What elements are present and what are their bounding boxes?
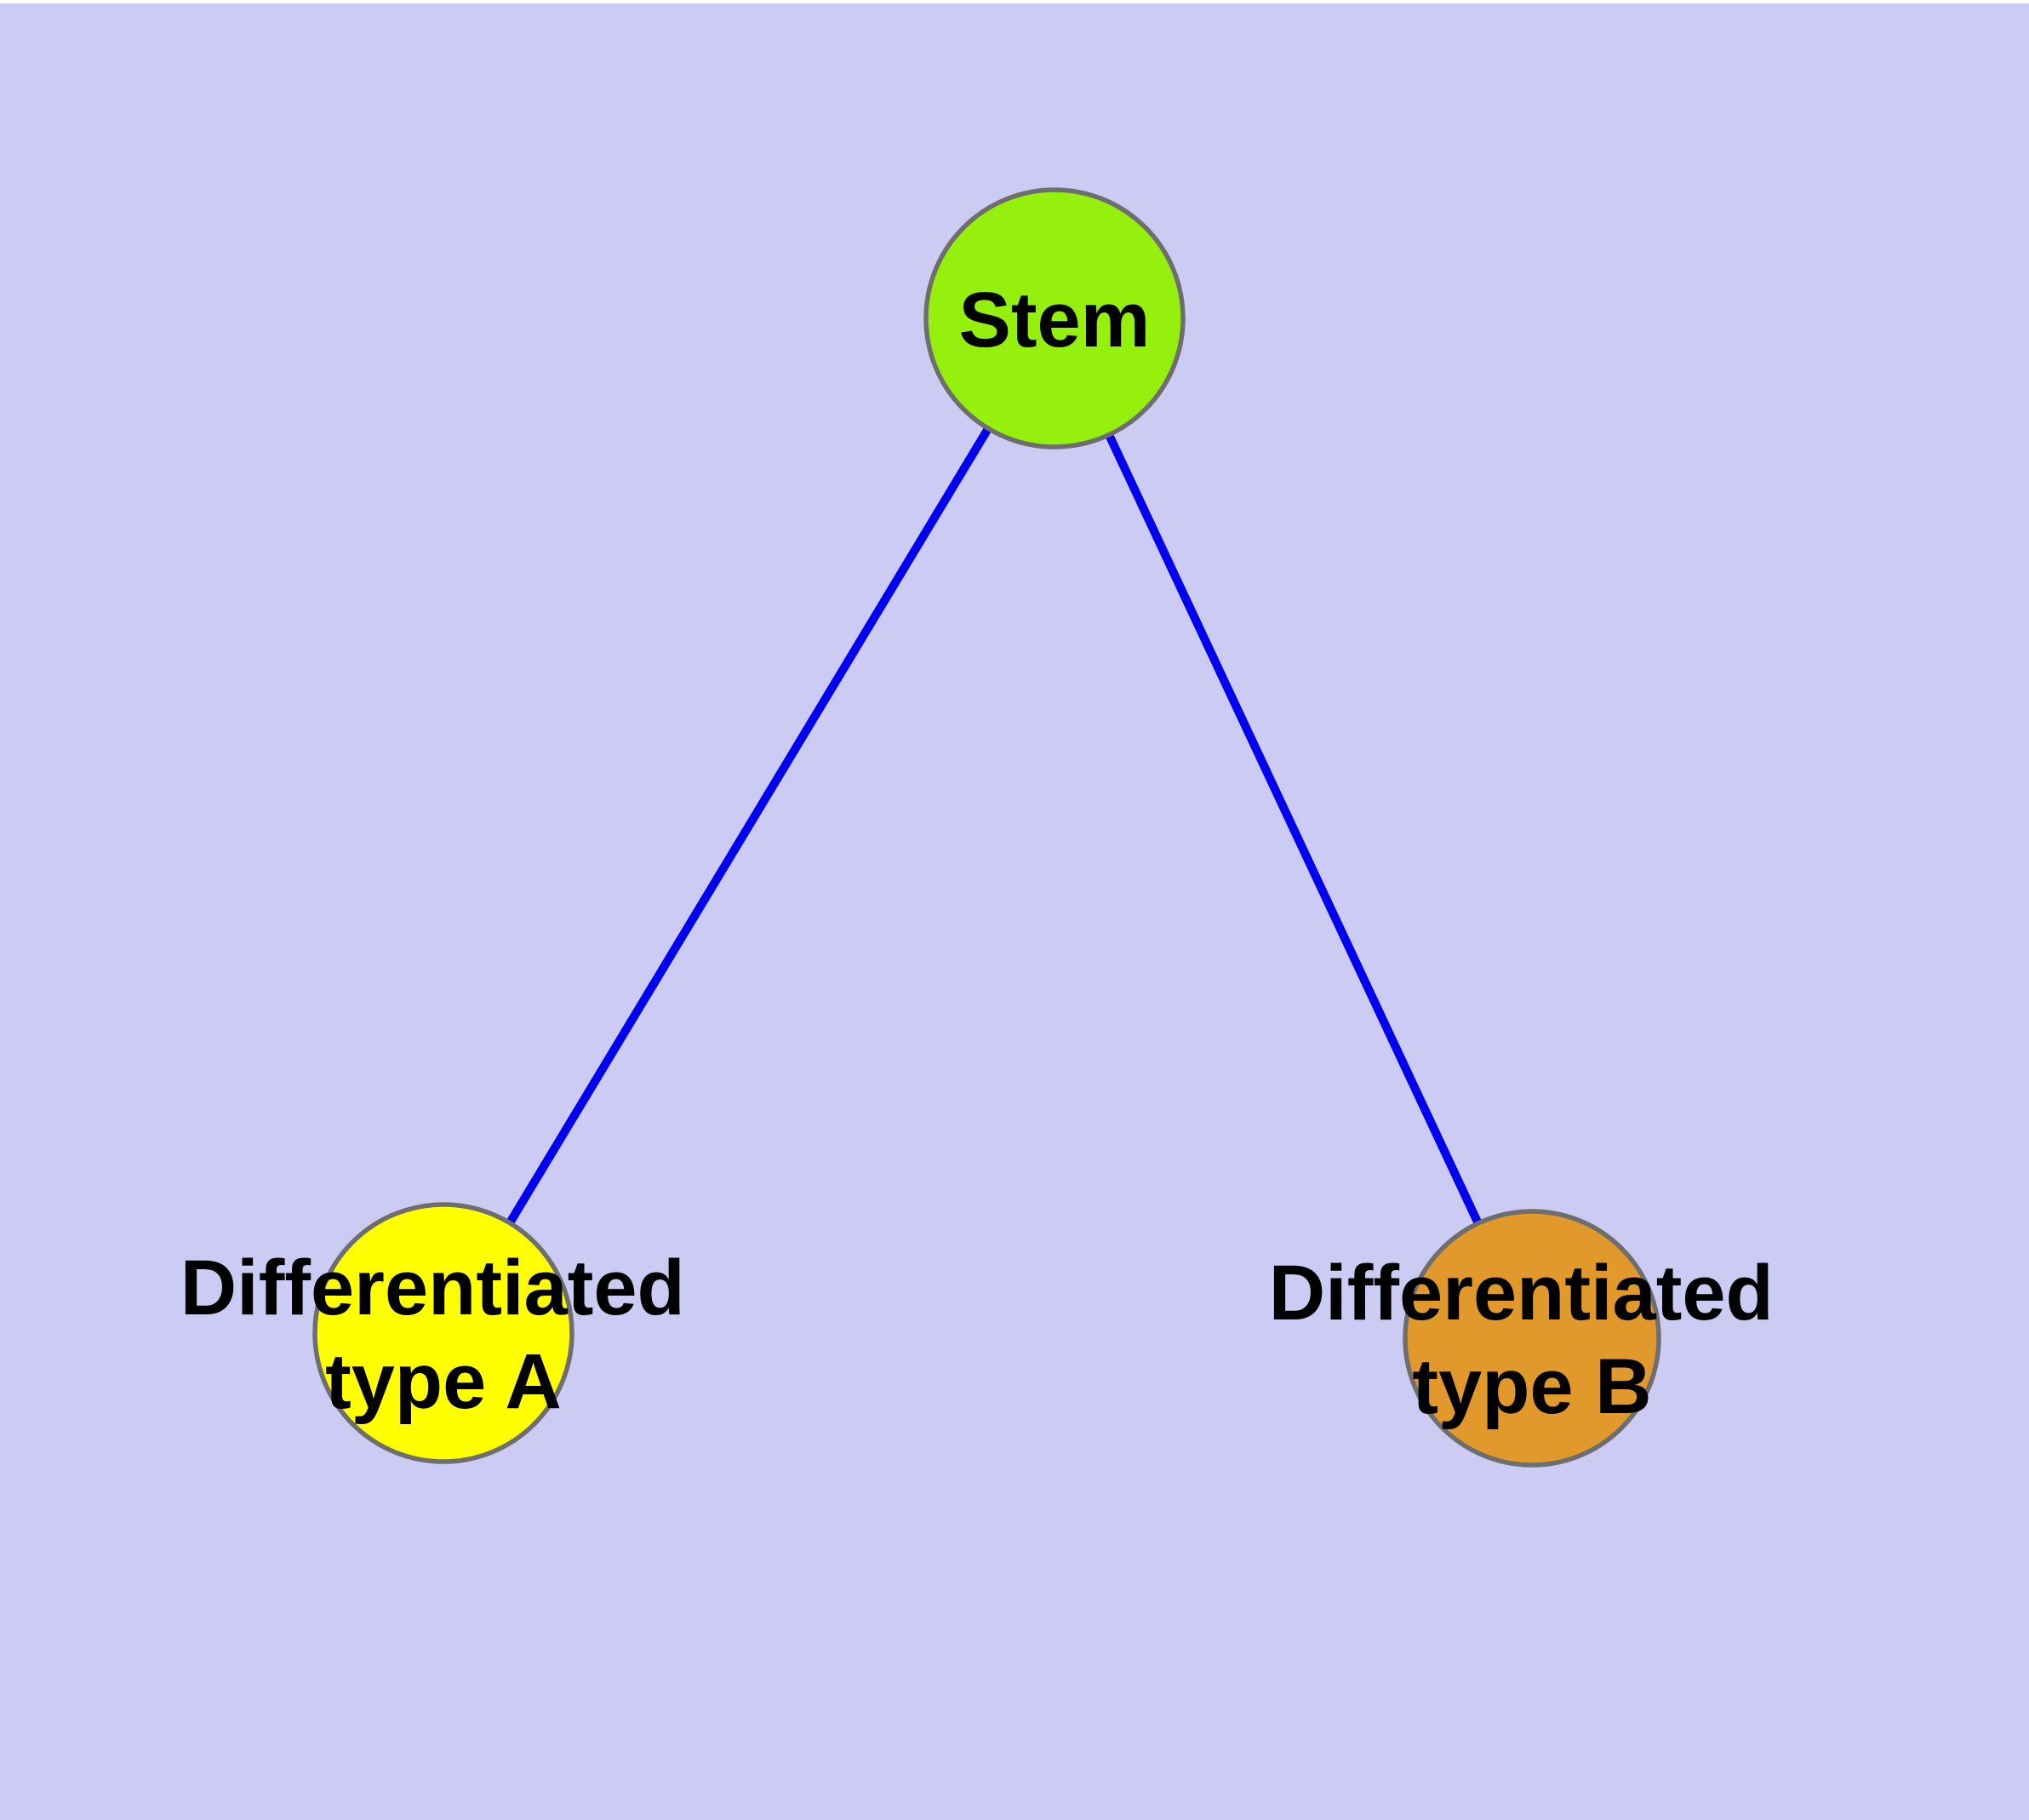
node-differentiated-type-a[interactable] [312, 1202, 574, 1464]
labels-layer: Stem Differentiated type A Differentiate… [180, 277, 1796, 1430]
node-stem-label: Stem [959, 277, 1151, 363]
node-differentiated-type-b-label-line1: Differentiated [1269, 1250, 1774, 1336]
edge-stem-to-differentiated-type-a[interactable] [439, 316, 1059, 1336]
node-stem[interactable] [923, 187, 1186, 449]
edge-stem-to-differentiated-type-b[interactable] [1050, 316, 1536, 1341]
nodes-layer [312, 187, 1661, 1468]
node-differentiated-type-a-label-line1: Differentiated [180, 1245, 685, 1331]
node-differentiated-type-b-label: Differentiated type B [1269, 1250, 1796, 1430]
top-margin-strip [0, 0, 2029, 3]
node-differentiated-type-a-label: Differentiated type A [180, 1245, 707, 1425]
node-differentiated-type-a-label-line2: type A [325, 1338, 562, 1425]
node-differentiated-type-b[interactable] [1403, 1209, 1661, 1468]
edges-layer [439, 316, 1536, 1341]
node-differentiated-type-b-label-line2: type B [1412, 1343, 1651, 1430]
